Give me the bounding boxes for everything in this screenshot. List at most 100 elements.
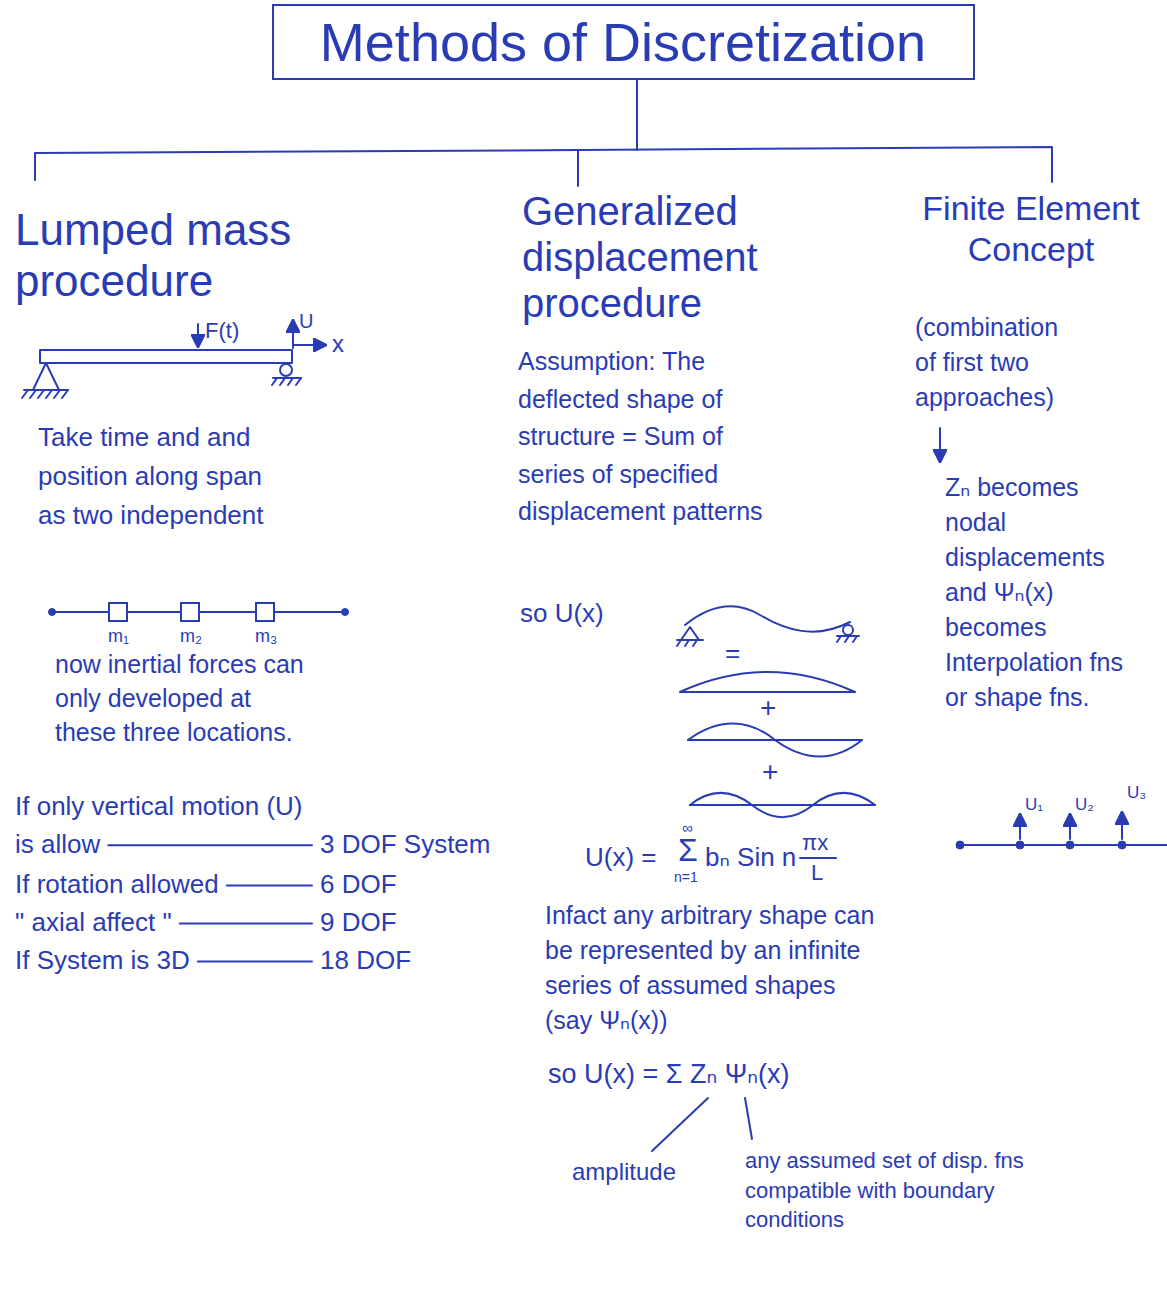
node-dot	[956, 841, 964, 849]
node-dot	[1016, 841, 1024, 849]
operator-sign: =	[725, 640, 740, 666]
label-wrap: now inertial forces can only developed a…	[55, 648, 305, 749]
label-wrap: m₂	[180, 626, 202, 648]
flow-arrow	[939, 428, 941, 462]
tree-line	[35, 147, 1052, 182]
sum-limit: ∞	[682, 820, 693, 835]
label-wrap: =	[725, 640, 740, 666]
leader-line	[652, 1098, 708, 1151]
dash-line	[198, 961, 312, 963]
label-wrap: ∞	[682, 820, 693, 835]
note-text: If rotation allowed	[15, 866, 219, 904]
support-hatch	[837, 636, 859, 642]
label-wrap: Assumption: The deflected shape of struc…	[518, 343, 768, 531]
operator-sign: +	[760, 694, 776, 722]
displacement-arrow	[1019, 814, 1021, 839]
label-wrap: Take time and and position along span as…	[38, 418, 290, 535]
title-box: Methods of Discretization	[272, 4, 975, 80]
fraction-numerator: πx	[802, 832, 828, 854]
label-wrap: If only vertical motion (U) is allow	[15, 788, 315, 863]
label-wrap: U	[299, 309, 313, 333]
mode-shape	[690, 793, 875, 817]
label-wrap: U(x) =	[585, 842, 657, 873]
dof-count: 6 DOF	[320, 866, 397, 904]
axis-label: x	[332, 330, 344, 359]
fraction-bar	[800, 857, 836, 859]
dash-layer	[108, 845, 312, 961]
formula-text: U(x) =	[585, 842, 657, 873]
note-text: Assumption: The deflected shape of struc…	[518, 343, 768, 531]
mode-shape	[680, 672, 855, 692]
axis-arrow	[293, 344, 326, 346]
sum-sign: Σ	[678, 834, 698, 866]
annotation-text: amplitude	[572, 1158, 676, 1187]
label-wrap: any assumed set of disp. fns compatible …	[745, 1146, 1035, 1235]
label-wrap: n=1	[674, 870, 698, 884]
force-arrow	[197, 324, 199, 347]
label-wrap: Zₙ becomes nodal displacements and Ψₙ(x)…	[945, 470, 1125, 715]
label-wrap: 3 DOF System	[320, 826, 490, 864]
label-wrap: amplitude	[572, 1158, 676, 1187]
label-wrap: If System is 3D	[15, 942, 190, 980]
support-hatch	[272, 378, 301, 385]
note-text: now inertial forces can only developed a…	[55, 648, 305, 749]
support-hatch	[22, 390, 68, 398]
force-label: F(t)	[205, 318, 239, 344]
note-text: Take time and and position along span as…	[38, 418, 290, 535]
label-wrap: (combination of first two approaches)	[915, 310, 1085, 415]
end-dot	[49, 609, 56, 616]
note-text: If only vertical motion (U) is allow	[15, 788, 315, 863]
mass-label: m₁	[108, 626, 129, 648]
label-wrap: Lumped mass procedure	[15, 205, 345, 306]
beam	[40, 350, 292, 363]
label-wrap: Infact any arbitrary shape can be repres…	[545, 898, 875, 1038]
dof-count: 18 DOF	[320, 942, 411, 980]
label-wrap: U₃	[1127, 784, 1146, 801]
title-text: Methods of Discretization	[320, 11, 926, 73]
support-base	[24, 389, 68, 391]
label-wrap: bₙ Sin n	[705, 842, 796, 873]
end-dot	[342, 609, 349, 616]
note-text: Zₙ becomes nodal displacements and Ψₙ(x)…	[945, 470, 1125, 715]
roller-support	[843, 625, 853, 635]
mass-label: m₂	[180, 626, 202, 648]
axis-arrow	[292, 320, 294, 348]
branch-heading: Finite Element Concept	[905, 188, 1157, 270]
displacement-arrow	[1069, 814, 1071, 839]
label-wrap: 9 DOF	[320, 904, 397, 942]
label-wrap: L	[811, 862, 823, 884]
axis-label: U	[299, 309, 313, 333]
mode-baseline	[690, 804, 875, 806]
operator-sign: +	[762, 758, 778, 786]
node-dot	[1066, 841, 1074, 849]
label-wrap: 18 DOF	[320, 942, 411, 980]
label-wrap: +	[762, 758, 778, 786]
leader-line	[745, 1098, 752, 1139]
deflected-shape	[685, 606, 850, 631]
dof-label: U₂	[1075, 796, 1094, 813]
annotation-text: any assumed set of disp. fns compatible …	[745, 1146, 1035, 1235]
label-wrap: F(t)	[205, 318, 239, 344]
tree-line	[577, 150, 579, 186]
dof-label: U₁	[1025, 796, 1043, 813]
sum-limit: n=1	[674, 870, 698, 884]
dash-line	[180, 923, 312, 925]
formula-text: so U(x) = Σ Zₙ Ψₙ(x)	[548, 1058, 790, 1090]
element-line	[958, 844, 1167, 846]
node-dot	[1118, 841, 1126, 849]
lumped-mass	[109, 603, 127, 621]
label-wrap: +	[760, 694, 776, 722]
label-wrap: U₂	[1075, 796, 1094, 813]
mode-shape	[688, 724, 862, 757]
mass-label: m₃	[255, 626, 277, 648]
dash-line	[227, 885, 312, 887]
displacement-arrow	[1121, 812, 1123, 839]
formula-text: so U(x)	[520, 598, 604, 629]
label-wrap: " axial affect "	[15, 904, 172, 942]
label-wrap: If rotation allowed	[15, 866, 219, 904]
label-wrap: Finite Element Concept	[905, 188, 1157, 270]
pin-support	[33, 363, 59, 390]
lumped-mass	[256, 603, 274, 621]
label-wrap: πx	[802, 832, 828, 854]
